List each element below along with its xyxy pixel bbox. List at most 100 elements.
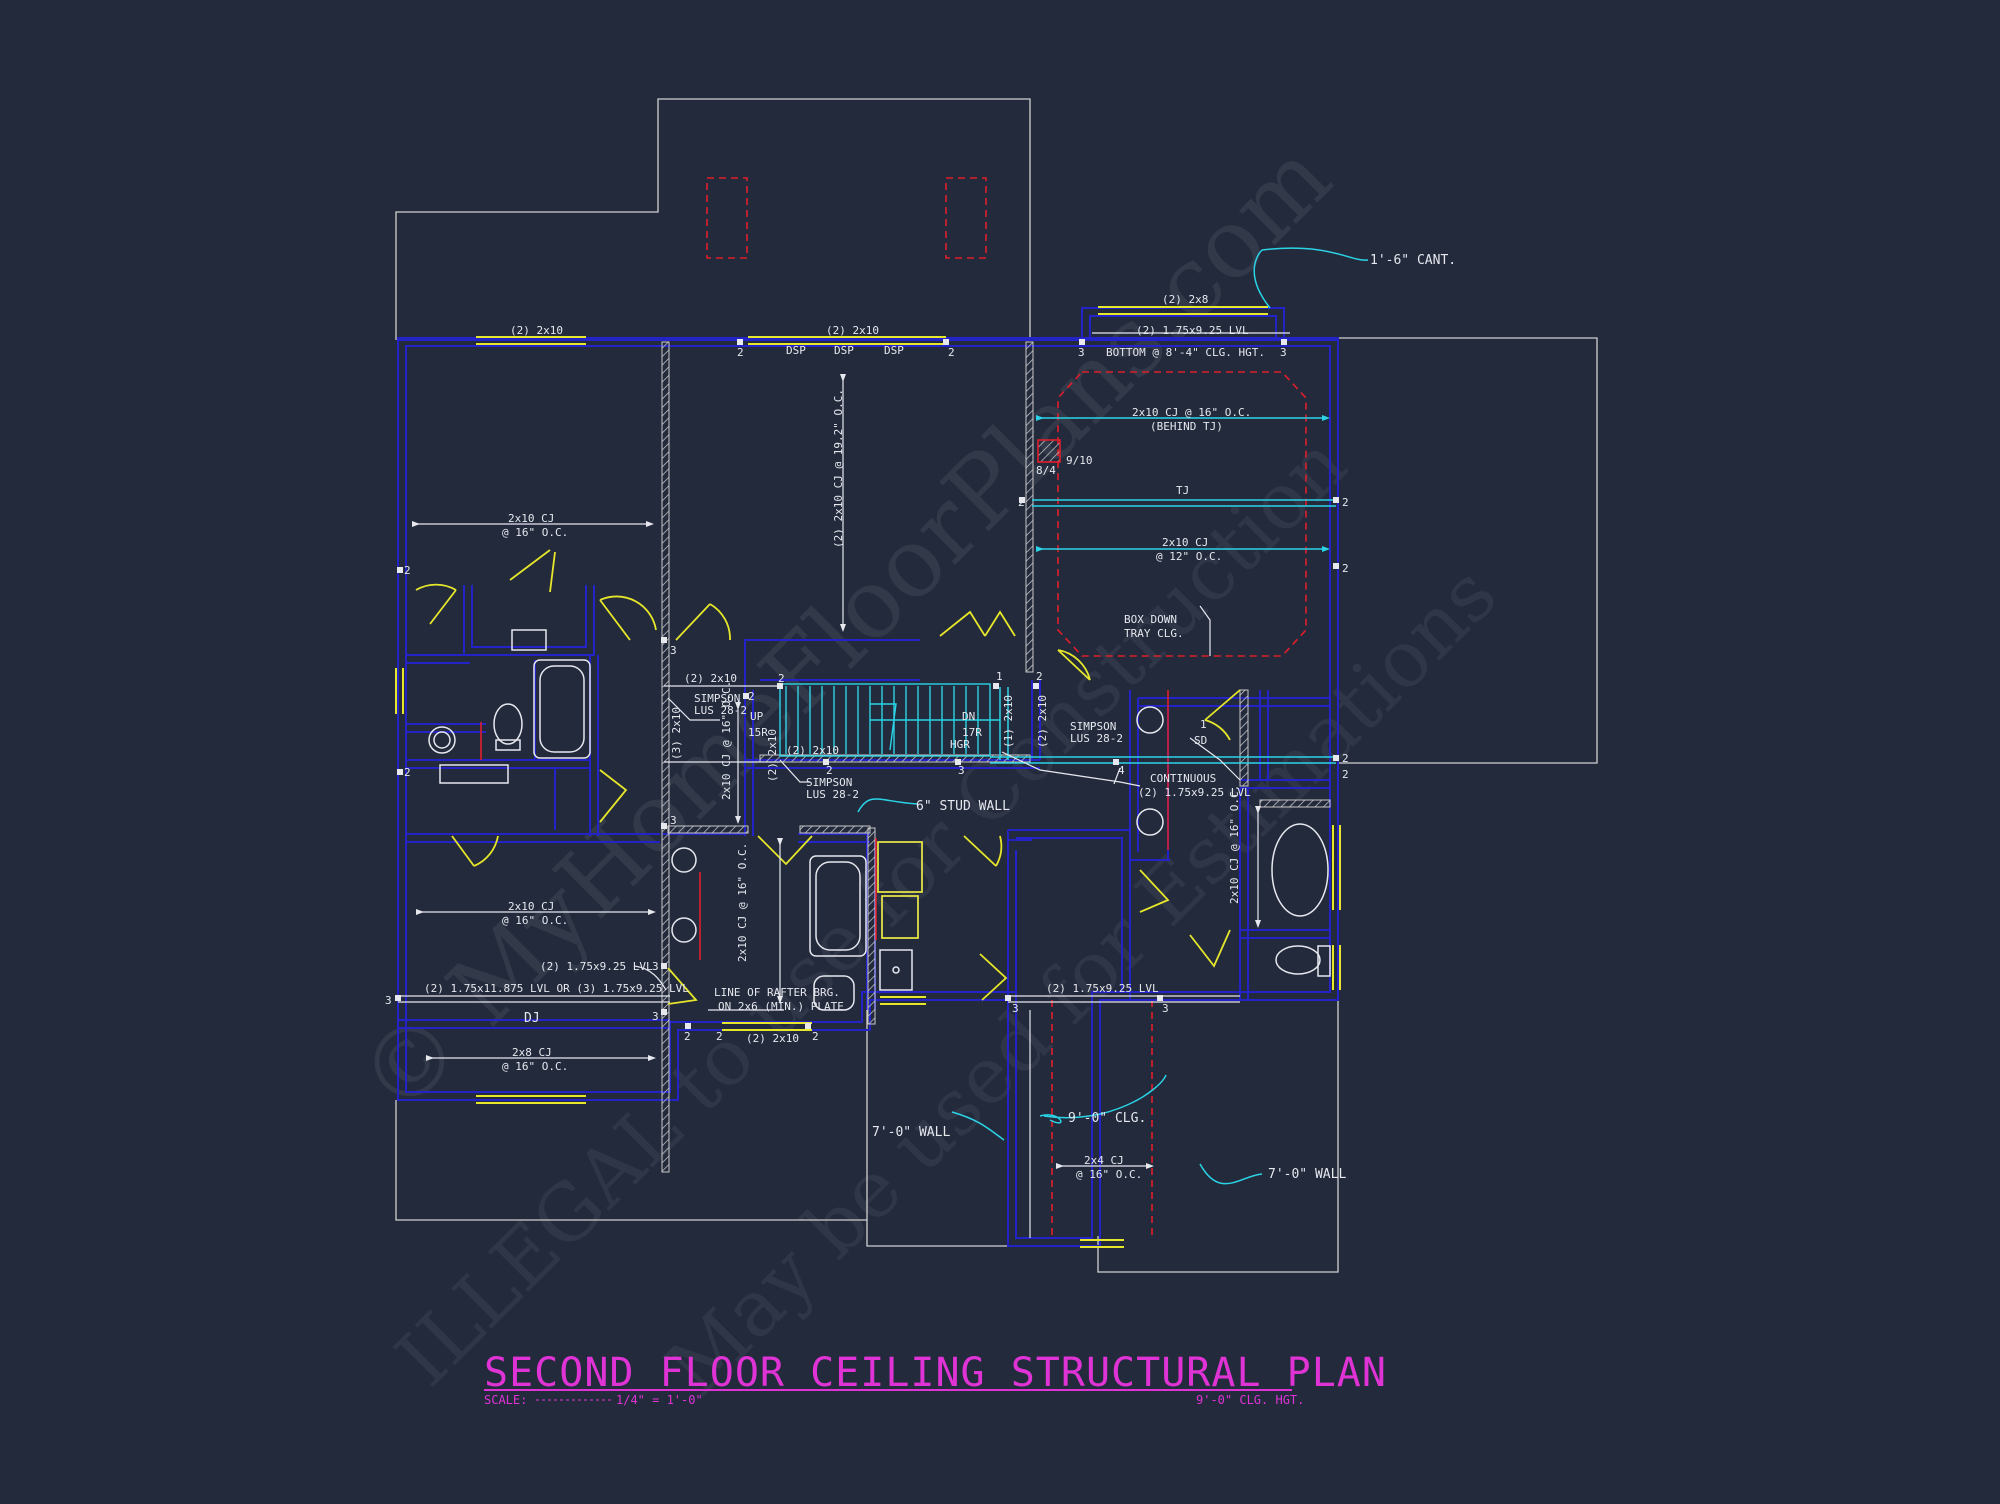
label-box-down-1: BOX DOWN: [1124, 613, 1177, 626]
bearing-mark: [823, 759, 829, 765]
label-dsp-1: DSP: [786, 344, 806, 357]
window-laundry: [880, 996, 926, 1005]
mark-lvl-3b: 3: [385, 994, 392, 1007]
label-cj-2x8-1: 2x8 CJ: [512, 1046, 552, 1059]
window-top-mid: [748, 336, 946, 345]
toilet-left: [493, 703, 523, 745]
label-lvl-top-right: (2) 1.75x9.25 LVL: [1136, 324, 1249, 337]
label-lower-left-cj-1: 2x10 CJ: [508, 900, 554, 913]
bearing-mark: [1333, 755, 1339, 761]
label-continuous: CONTINUOUS: [1150, 772, 1216, 785]
outline-lines: [395, 98, 1598, 1273]
joists-cyan: [857, 247, 1369, 1185]
mark-bot-2a: 2: [684, 1030, 691, 1043]
scale-value: 1/4" = 1'-0": [616, 1393, 703, 1407]
red-accents: [480, 439, 1169, 960]
label-pitch-a: 9/10: [1066, 454, 1093, 467]
bearing-mark: [1079, 339, 1085, 345]
label-simpson-3a: SIMPSON: [806, 776, 852, 789]
label-single-2x10: (1) 2x10: [1002, 695, 1015, 748]
mark-bot-2b: 2: [716, 1030, 723, 1043]
label-left-cj-1: 2x10 CJ: [508, 512, 554, 525]
red-dashed-features: [706, 177, 1307, 1240]
stair: [779, 683, 1000, 757]
label-lower-left-cj-2: @ 16" O.C.: [502, 914, 568, 927]
mark-porch-3a: 3: [1012, 1002, 1019, 1015]
bearing-numbers: 2 2 3 3 2 2 2 2 3 2 1 2 2 2 3 4 2 2 2 3 …: [385, 346, 1349, 1043]
bearing-mark: [661, 963, 667, 969]
label-pitch-b: 8/4: [1036, 464, 1056, 477]
label-stair-cj: 2x10 CJ @ 16" O.C.: [720, 681, 733, 800]
skylight-right: [945, 177, 987, 259]
mark-left-2: 2: [404, 564, 411, 577]
toilet-right: [1275, 945, 1321, 975]
sink-center-1: [671, 847, 697, 873]
tray-ceiling-outline: [1057, 371, 1307, 657]
bearing-mark: [1005, 995, 1011, 1001]
bearing-mark: [685, 1023, 691, 1029]
bearing-mark: [943, 339, 949, 345]
label-sd-1: 1: [1200, 718, 1207, 731]
label-dsp-3: DSP: [884, 344, 904, 357]
mark-stair-3b: 3: [958, 764, 965, 777]
bearing-mark: [777, 683, 783, 689]
label-wall-7-left: 7'-0" WALL: [872, 1125, 950, 1140]
label-simpson-1a: SIMPSON: [694, 692, 740, 705]
window-right-side-2: [1332, 945, 1341, 990]
label-dj: DJ: [524, 1011, 540, 1026]
bearing-mark: [395, 995, 401, 1001]
label-dn-r: 17R: [962, 726, 982, 739]
bearing-mark: [955, 759, 961, 765]
mark-right-2: 2: [1342, 562, 1349, 575]
label-cj-12-line1: 2x10 CJ: [1162, 536, 1208, 549]
lower-left-outline: [395, 1000, 1339, 1273]
mark-bot-2c: 2: [812, 1030, 819, 1043]
mark-stair-2d: 2: [826, 764, 833, 777]
label-behind-tj: (BEHIND TJ): [1150, 420, 1223, 433]
span-lines: [398, 332, 1290, 1238]
mark-porch-3b: 3: [1162, 1002, 1169, 1015]
label-continuous-lvl: (2) 1.75x9.25 LVL: [1138, 786, 1251, 799]
label-lvl-long: (2) 1.75x11.875 LVL OR (3) 1.75x9.25 LVL: [424, 982, 689, 995]
mark-lvl-3a: 3: [652, 960, 659, 973]
label-box-down-2: TRAY CLG.: [1124, 627, 1184, 640]
mark-top-3b: 3: [1280, 346, 1287, 359]
bearing-mark: [397, 769, 403, 775]
bearing-mark: [661, 1009, 667, 1015]
mark-stair-3c: 3: [670, 814, 677, 827]
label-rafter-2: ON 2x6 (MIN.) PLATE: [718, 1000, 844, 1013]
label-stud-wall: 6" STUD WALL: [916, 799, 1010, 814]
right-outline: [1338, 337, 1598, 764]
window-porch: [1080, 1239, 1124, 1248]
mark-tj-2a: 2: [1018, 496, 1025, 509]
tub-oval: [1271, 823, 1329, 917]
bearing-mark: [1033, 683, 1039, 689]
window-bottom-mid: [722, 1022, 812, 1031]
mark-cont-2a: 2: [1342, 752, 1349, 765]
window-top-left: [476, 336, 586, 345]
bearing-mark: [1281, 339, 1287, 345]
fixture-accents: [877, 841, 923, 939]
label-up-r: 15R: [748, 726, 768, 739]
label-cj-2x4-1: 2x4 CJ: [1084, 1154, 1124, 1167]
window-right-side-1: [1332, 825, 1341, 910]
label-header-2x8: (2) 2x8: [1162, 293, 1208, 306]
label-clg-9: 9'-0" CLG.: [1068, 1111, 1146, 1126]
toilet-center: [813, 975, 855, 1011]
label-triple-2x10: (3) 2x10: [670, 707, 683, 760]
bearing-mark: [1333, 497, 1339, 503]
sink-left: [428, 726, 456, 754]
window-top-right: [1098, 306, 1268, 315]
bearing-mark: [737, 339, 743, 345]
tub-center: [809, 855, 867, 957]
label-double-2x10-v: (2) 2x10: [1036, 695, 1049, 748]
mark-left-2b: 2: [404, 766, 411, 779]
bearing-mark: [1157, 995, 1163, 1001]
bearing-marks: [395, 339, 1339, 1029]
bearing-mark: [1113, 759, 1119, 765]
mark-stair-1: 1: [996, 670, 1003, 683]
label-lvl-lower: (2) 1.75x9.25 LVL: [540, 960, 653, 973]
mark-top-3a: 3: [1078, 346, 1085, 359]
mark-top-2b: 2: [948, 346, 955, 359]
